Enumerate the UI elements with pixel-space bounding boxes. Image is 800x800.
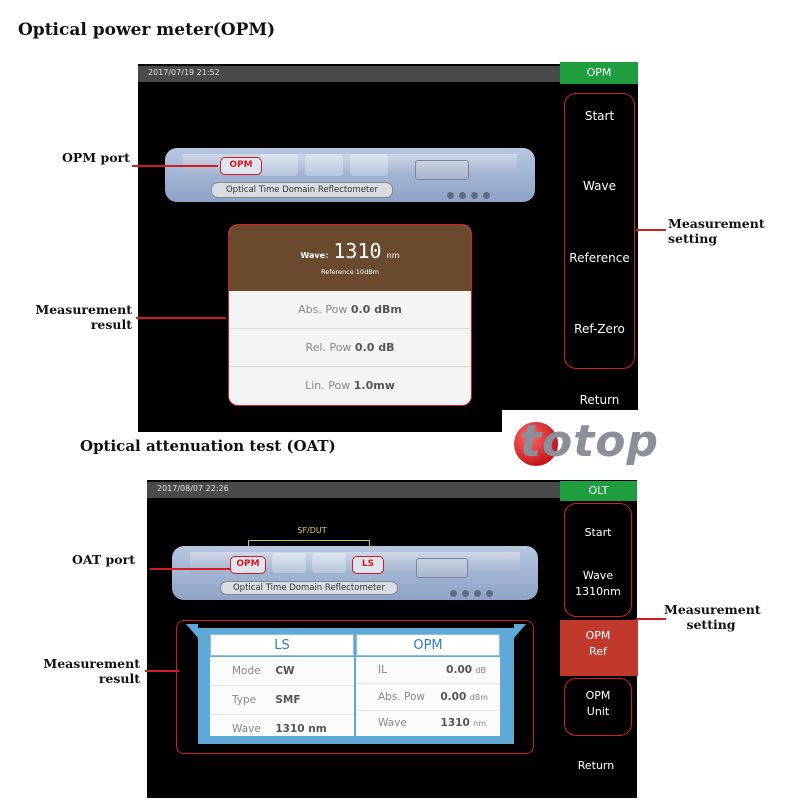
panel-wing-right: [514, 624, 526, 638]
abs-pow-row: Abs. Pow 0.0 dBm: [229, 291, 471, 329]
opm-mode-tab[interactable]: OPM: [560, 62, 638, 84]
oat-return-button[interactable]: Return: [577, 759, 615, 772]
opm-wave-row: Wave 1310 nm: [356, 711, 500, 736]
totop-logo-text: totop: [520, 416, 660, 467]
device-display: [416, 558, 468, 578]
opm-column: IL 0.00 dB Abs. Pow 0.00 dBm Wave 1310 n…: [356, 657, 500, 736]
callout-line: [136, 317, 226, 319]
ls-mode-row: Mode CW: [210, 657, 354, 686]
callout-line: [132, 165, 218, 167]
oat-result-callout: Measurement result: [43, 656, 140, 686]
connector-block: [305, 154, 343, 176]
device-name-label: Optical Time Domain Reflectometer: [220, 581, 398, 595]
opm-column-header: OPM: [356, 634, 500, 656]
fiber-label: SF/DUT: [297, 526, 327, 535]
opm-wave-header: Wave: 1310 nm Reference 10dBm: [229, 225, 471, 291]
device-button: [447, 192, 454, 199]
oat-wave-button[interactable]: Wave 1310nm: [575, 569, 621, 598]
opm-port[interactable]: OPM: [220, 157, 262, 175]
connector-block: [260, 154, 298, 176]
device-button: [450, 590, 457, 597]
oat-start-button[interactable]: Start: [584, 526, 612, 539]
opm-result-panel: Wave: 1310 nm Reference 10dBm Abs. Pow 0…: [228, 224, 472, 406]
oat-opm-ref-button[interactable]: OPM Ref: [585, 629, 611, 658]
oat-result-frame: [176, 620, 534, 754]
opm-return-button[interactable]: Return: [579, 393, 620, 407]
callout-line: [636, 618, 666, 620]
opm-wave-button[interactable]: Wave: [583, 179, 616, 193]
opm-wave-readout: Wave: 1310 nm: [229, 239, 471, 268]
reference-value: Reference 10dBm: [321, 268, 379, 276]
opm-il-row: IL 0.00 dB: [356, 657, 500, 684]
opm-reference-button[interactable]: Reference: [569, 251, 630, 265]
opm-status-bar: 2017/07/19 21:52: [138, 66, 560, 82]
ls-column: Mode CW Type SMF Wave 1310 nm: [210, 657, 354, 736]
device-button: [471, 192, 478, 199]
device-display: [415, 160, 469, 180]
connector-block: [350, 154, 388, 176]
opm-ref-zero-button[interactable]: Ref-Zero: [574, 322, 625, 336]
ls-wave-row: Wave 1310 nm: [210, 715, 354, 736]
connector-block: [272, 553, 306, 573]
connector-block: [312, 553, 346, 573]
wave-value: 1310: [333, 239, 382, 263]
device-button: [486, 590, 493, 597]
device-button: [459, 192, 466, 199]
ls-type-row: Type SMF: [210, 686, 354, 715]
device-button: [483, 192, 490, 199]
device-button: [474, 590, 481, 597]
lin-pow-row: Lin. Pow 1.0mw: [229, 367, 471, 405]
opm-start-button[interactable]: Start: [584, 109, 615, 123]
wave-unit: nm: [386, 251, 400, 260]
oat-port-callout: OAT port: [72, 552, 135, 567]
rel-pow-row: Rel. Pow 0.0 dB: [229, 329, 471, 367]
device-name-label: Optical Time Domain Reflectometer: [211, 182, 393, 198]
totop-logo-mark: [514, 422, 558, 466]
oat-mode-tab[interactable]: OLT: [560, 481, 637, 501]
opm-result-callout: Measurement result: [35, 302, 132, 332]
oat-status-bar: 2017/08/07 22:26: [147, 482, 560, 498]
oat-setting-callout: Measurement setting: [664, 602, 761, 632]
oat-opm-ref-highlight: [560, 620, 638, 676]
callout-line: [150, 568, 230, 570]
opm-settings-menu: [564, 93, 635, 369]
totop-logo: totop: [502, 410, 800, 482]
ls-column-header: LS: [210, 634, 354, 656]
oat-section-heading: Optical attenuation test (OAT): [80, 437, 336, 455]
device-button: [462, 590, 469, 597]
oat-opm-unit-button[interactable]: OPM Unit: [585, 689, 611, 718]
oat-status-time: 2017/08/07 22:26: [157, 484, 229, 493]
opm-setting-callout: Measurement setting: [668, 216, 765, 246]
opm-abs-pow-row: Abs. Pow 0.00 dBm: [356, 684, 500, 711]
oat-device-illustration: SF/DUT Optical Time Domain Reflectometer…: [172, 526, 538, 602]
oat-ls-port[interactable]: LS: [352, 556, 384, 574]
oat-settings-menu-lower: [564, 678, 632, 736]
wave-label: Wave:: [300, 251, 329, 260]
oat-opm-port[interactable]: OPM: [230, 556, 266, 574]
callout-line: [145, 670, 179, 672]
opm-port-callout: OPM port: [62, 150, 130, 165]
opm-section-heading: Optical power meter(OPM): [18, 20, 276, 40]
panel-wing-left: [186, 624, 198, 638]
opm-device-illustration: Optical Time Domain Reflectometer OPM: [165, 140, 535, 206]
callout-line: [636, 229, 666, 231]
oat-settings-menu-upper: [564, 503, 632, 617]
opm-status-time: 2017/07/19 21:52: [148, 68, 220, 77]
